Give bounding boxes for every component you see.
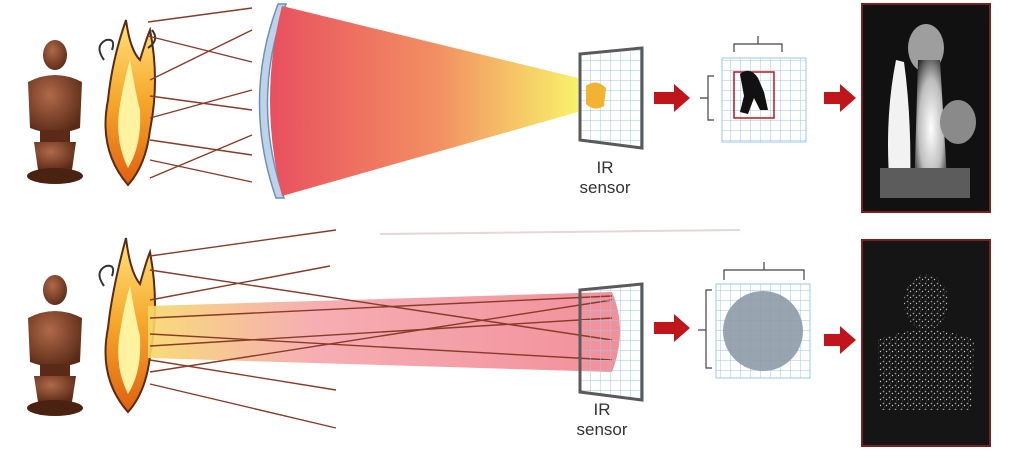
statue-icon [27, 40, 83, 184]
thermal-image [861, 3, 991, 213]
top-row [27, 3, 991, 213]
ir-sensor-icon [578, 46, 644, 150]
bottom-row [27, 229, 991, 447]
ir-label: IR [593, 400, 611, 419]
flow-arrow-icon [824, 326, 856, 354]
lens-icon [258, 3, 288, 199]
statue-icon [27, 275, 83, 416]
bottom-rays [149, 229, 613, 429]
ir-sensor-icon [578, 282, 644, 402]
focused-beam [270, 6, 578, 196]
row-divider [379, 229, 741, 235]
flame-icon [98, 19, 157, 187]
ir-label: IR [596, 158, 614, 177]
top-rays [147, 7, 253, 183]
sensor-label: sensor [579, 178, 631, 197]
pixel-grid-icon [698, 262, 811, 379]
sensor-label: sensor [576, 420, 628, 439]
flow-arrow-icon [824, 84, 856, 112]
flow-arrow-icon [654, 314, 690, 342]
ir-sensor-label-top: IR sensor [570, 158, 640, 198]
ir-sensor-label-bottom: IR sensor [566, 400, 638, 440]
flame-icon [98, 237, 156, 414]
thermal-image [861, 239, 991, 447]
pixel-grid-icon [700, 36, 807, 143]
flow-arrow-icon [654, 84, 690, 112]
